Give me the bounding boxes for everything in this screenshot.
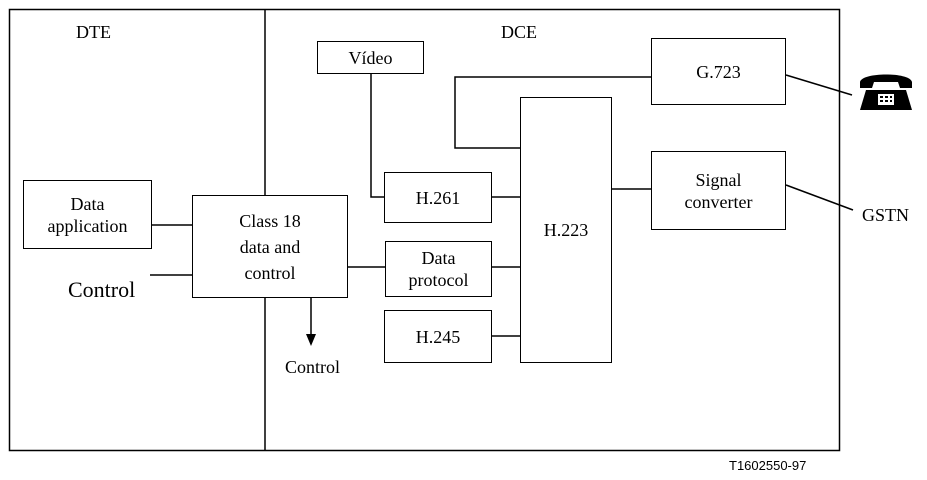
line-video-h261 xyxy=(370,73,384,198)
data-protocol-block: Data protocol xyxy=(385,241,492,297)
signal-converter-line2: converter xyxy=(684,191,753,212)
line-g723-h223 xyxy=(454,76,651,149)
class18-line3: control xyxy=(244,262,296,283)
h245-label: H.245 xyxy=(415,326,461,347)
control-below-label: Control xyxy=(285,357,341,377)
dte-label: DTE xyxy=(76,22,111,42)
video-block: Vídeo xyxy=(317,41,424,74)
h261-label: H.261 xyxy=(415,187,461,208)
h223-label: H.223 xyxy=(543,220,589,240)
outer-frame xyxy=(8,8,841,452)
class18-block: Class 18 data and control xyxy=(192,195,348,298)
data-application-block: Data application xyxy=(23,180,152,249)
h245-block: H.245 xyxy=(384,310,492,363)
figure-reference: T1602550-97 xyxy=(729,458,807,473)
telephone-icon xyxy=(860,74,912,110)
dce-label: DCE xyxy=(501,22,537,42)
line-g723-phone xyxy=(785,74,853,96)
control-arrowhead xyxy=(306,334,316,346)
signal-converter-block: Signal converter xyxy=(651,151,786,230)
data-application-line1: Data xyxy=(70,193,105,214)
g723-block: G.723 xyxy=(651,38,786,105)
signal-converter-line1: Signal xyxy=(695,169,742,190)
class18-line2: data and xyxy=(239,236,301,257)
data-application-line2: application xyxy=(47,215,128,236)
data-protocol-line2: protocol xyxy=(408,270,469,290)
h261-block: H.261 xyxy=(384,172,492,223)
control-left-label: Control xyxy=(68,277,136,302)
g723-label: G.723 xyxy=(696,61,741,82)
h223-block: H.223 xyxy=(520,97,612,363)
gstn-label: GSTN xyxy=(862,205,910,225)
line-signalconverter-gstn xyxy=(785,184,854,211)
class18-line1: Class 18 xyxy=(239,210,301,231)
video-label: Vídeo xyxy=(348,47,393,68)
data-protocol-line1: Data xyxy=(421,248,456,268)
